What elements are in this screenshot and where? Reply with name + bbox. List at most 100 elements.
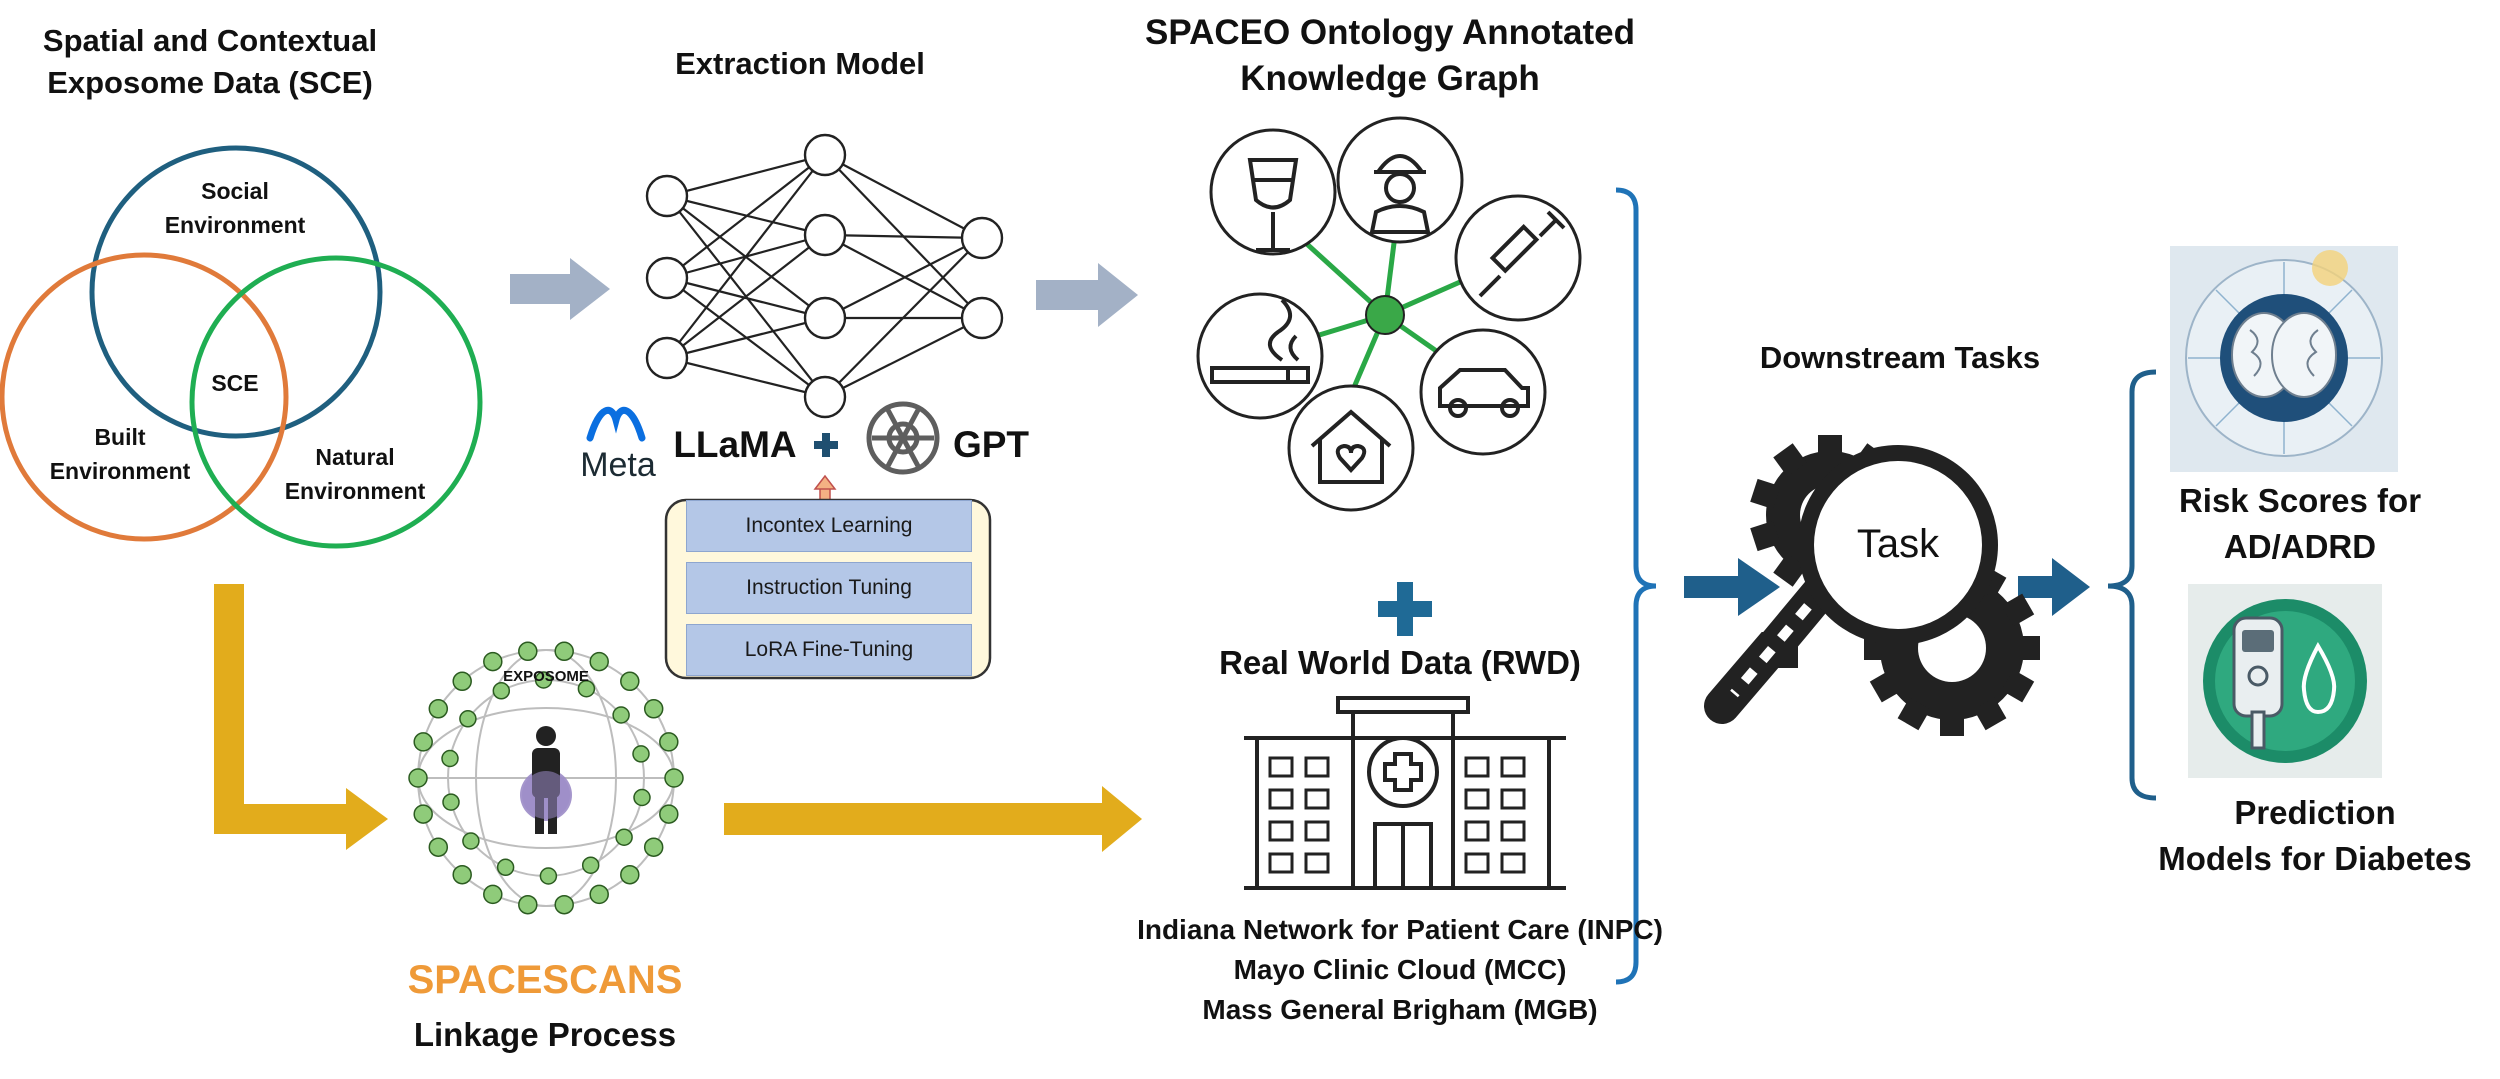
exposome-dot: [589, 651, 609, 672]
gear-tooth: [1773, 443, 1807, 477]
exposome-dot: [643, 699, 664, 719]
gear-tooth: [1973, 697, 2007, 731]
gear-tooth: [1773, 553, 1807, 587]
method-instruction-tuning: Instruction Tuning: [686, 562, 972, 614]
social-label-line1: Social: [201, 178, 269, 204]
gear-tooth: [1940, 712, 1964, 736]
gear-tooth: [1869, 669, 1903, 703]
gear-tooth: [1750, 478, 1781, 510]
task-label: Task: [1856, 522, 1940, 566]
gear-tooth: [2016, 636, 2040, 660]
social-environment-circle: [89, 145, 383, 439]
built-label-line2: Environment: [49, 458, 191, 484]
meta-label: Meta: [580, 446, 656, 484]
kg-title-line2: Knowledge Graph: [1240, 59, 1540, 98]
exposome-dot: [518, 641, 538, 662]
car-icon: [1438, 368, 1530, 418]
exposome-dot: [413, 804, 433, 824]
social-environment-label: Social Environment: [150, 174, 320, 242]
extraction-model-title: Extraction Model: [675, 46, 925, 81]
exposome-dot: [620, 864, 640, 885]
glucose-meter-image: [2188, 584, 2382, 778]
gear-tooth: [2001, 593, 2035, 627]
rwd-title: Real World Data (RWD): [1219, 644, 1581, 681]
meta-logo-icon: [586, 406, 646, 442]
smoking-icon: [1210, 298, 1310, 384]
exposome-dot: [459, 710, 477, 728]
downstream-tasks-title: Downstream Tasks: [1759, 340, 2041, 375]
plus-icon-small: [814, 433, 838, 457]
exposome-dot: [659, 804, 679, 824]
sce-title-line2: Exposome Data (SCE): [47, 65, 373, 100]
exposome-dot: [492, 682, 511, 700]
right-brace: [1615, 187, 1657, 985]
exposome-dot: [664, 768, 684, 788]
natural-label-line2: Environment: [284, 478, 426, 504]
natural-environment-circle: [189, 255, 483, 549]
exposome-wheel-icon: [408, 641, 684, 915]
exposome-dot: [534, 671, 553, 689]
exposome-dot: [428, 699, 449, 719]
exposome-dot: [496, 858, 515, 877]
exposome-dot: [452, 671, 472, 692]
grey-arrow-1: [510, 258, 610, 320]
syringe-icon: [1478, 210, 1566, 298]
output-bracket: [2107, 369, 2157, 801]
built-label-line1: Built: [94, 424, 146, 450]
small-up-arrow: [813, 474, 837, 501]
exposome-dot: [554, 641, 574, 662]
plus-icon-large: [1378, 582, 1432, 636]
exposome-label: EXPOSOME: [503, 668, 589, 685]
kg-title-line1: SPACEO Ontology Annotated: [1145, 13, 1635, 52]
prediction-label-line1: Prediction: [2234, 794, 2396, 831]
brain-risk-image: [2170, 246, 2398, 472]
task-gears-icon: [1704, 435, 2040, 736]
kg-title: SPACEO Ontology Annotated Knowledge Grap…: [1080, 10, 1700, 102]
exposome-dot: [483, 651, 503, 672]
exposome-dot: [483, 884, 503, 905]
openai-logo-icon: [866, 401, 940, 475]
exposome-dot: [633, 788, 651, 807]
sce-center-label: SCE: [211, 370, 259, 396]
blue-arrow-1: [1684, 558, 1780, 616]
spacescans-label: SPACESCANS: [407, 958, 683, 1002]
neural-network-icon: [645, 133, 1004, 419]
exposome-dot: [518, 894, 538, 915]
risk-scores-label: Risk Scores for AD/ADRD: [2150, 478, 2450, 570]
exposome-dot: [612, 706, 630, 724]
sce-venn-diagram: [0, 145, 483, 549]
natural-label-line1: Natural: [315, 444, 395, 470]
gpt-label: GPT: [952, 424, 1030, 465]
blue-arrow-2: [2018, 558, 2090, 616]
gold-elbow-arrow: [214, 584, 388, 850]
natural-environment-label: Natural Environment: [270, 440, 440, 508]
exposome-dot: [620, 671, 640, 692]
exposome-dot: [462, 832, 480, 850]
exposome-dot: [632, 745, 650, 763]
built-environment-circle: [0, 252, 289, 542]
method-incontext-learning: Incontex Learning: [686, 500, 972, 552]
exposome-dot: [581, 856, 600, 874]
social-label-line2: Environment: [164, 212, 306, 238]
linkage-process-label: Linkage Process: [413, 1016, 677, 1053]
exposome-dot: [452, 864, 472, 885]
risk-label-line2: AD/ADRD: [2223, 528, 2377, 565]
sce-title-line1: Spatial and Contextual: [42, 23, 378, 58]
prediction-models-label: Prediction Models for Diabetes: [2140, 790, 2490, 882]
hospital-icon: [1244, 696, 1566, 890]
exposome-dot: [408, 768, 428, 788]
llama-label: LLaMA: [673, 424, 797, 465]
rwd-source-mgb: Mass General Brigham (MGB): [1202, 994, 1598, 1025]
knowledge-graph-icon: [1196, 116, 1582, 512]
exposome-dot: [589, 884, 609, 905]
exposome-dot: [539, 867, 558, 885]
method-lora-fine-tuning: LoRA Fine-Tuning: [686, 624, 972, 676]
rwd-source-mcc: Mayo Clinic Cloud (MCC): [1233, 954, 1567, 985]
house-heart-icon: [1310, 409, 1392, 484]
exposome-dot: [554, 894, 574, 915]
risk-label-line1: Risk Scores for: [2178, 482, 2422, 519]
exposome-dot: [428, 837, 449, 857]
grey-arrow-2: [1036, 263, 1138, 327]
prediction-label-line2: Models for Diabetes: [2158, 840, 2472, 877]
